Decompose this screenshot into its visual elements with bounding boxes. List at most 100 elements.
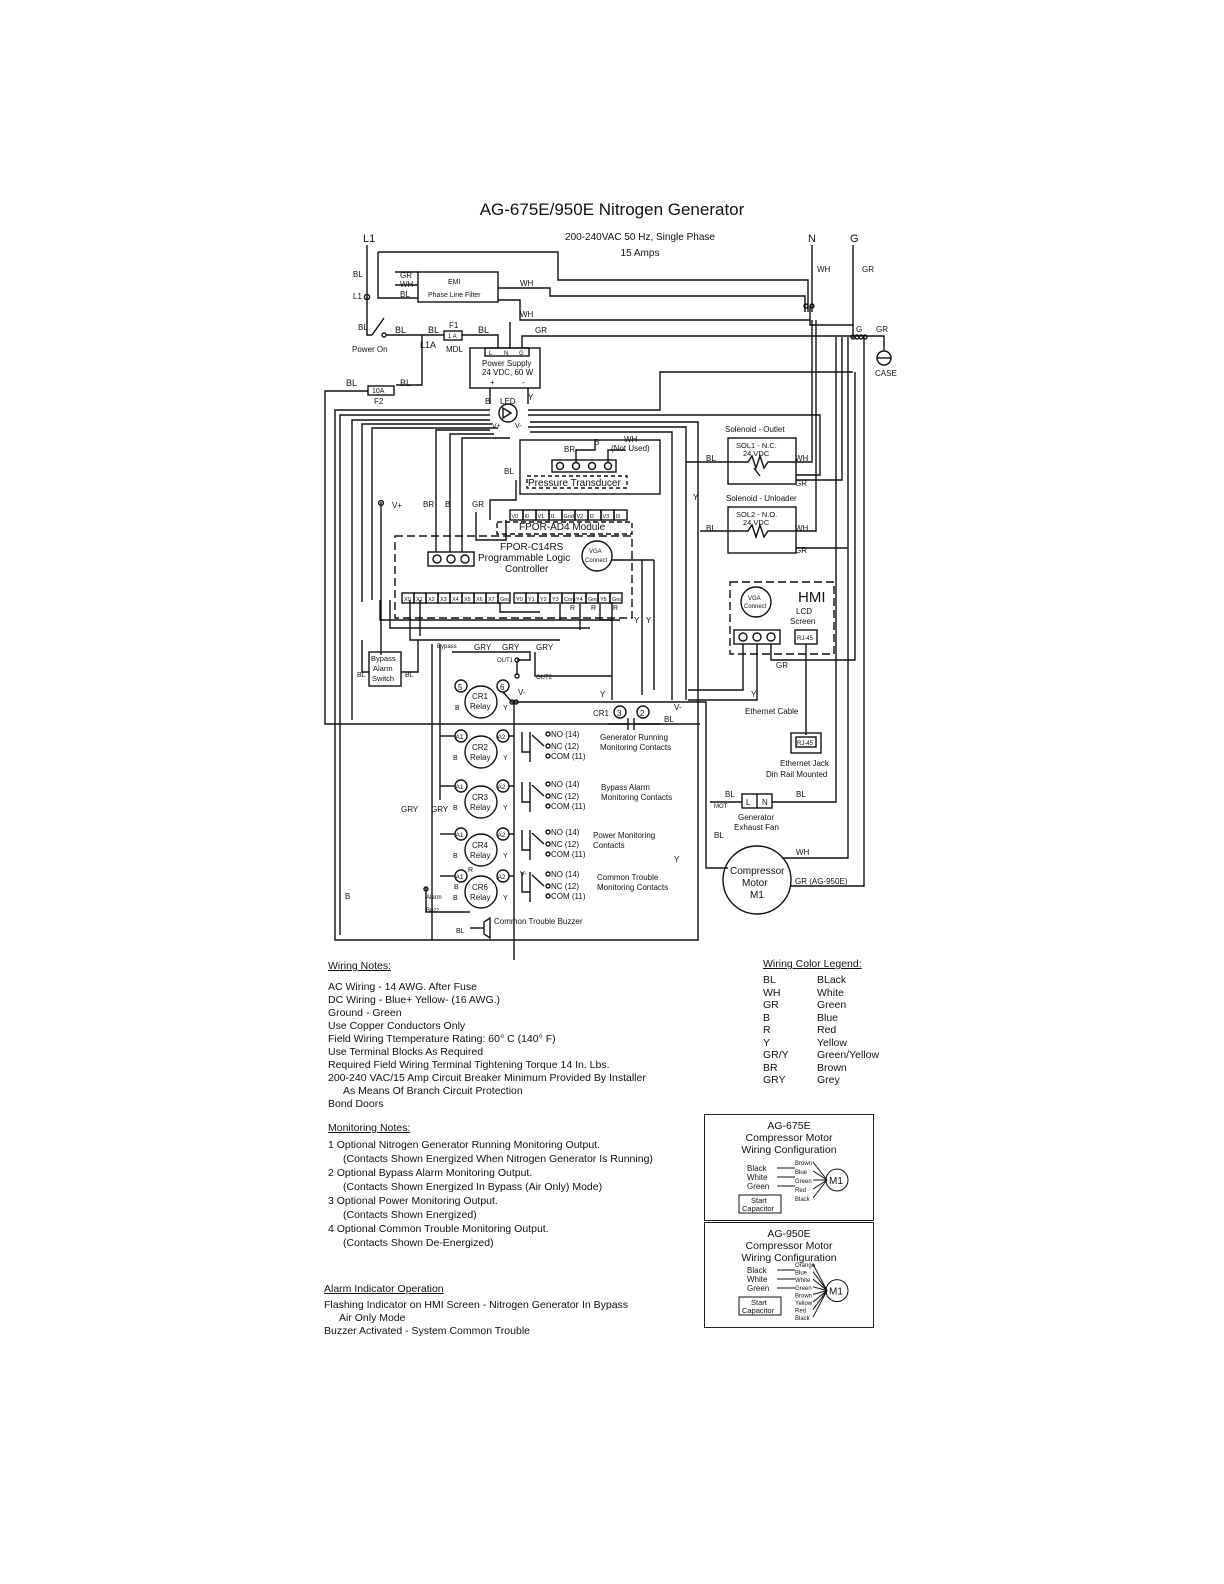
wire-br: BR <box>564 445 575 454</box>
monitoring-contacts-label: Monitoring Contacts <box>601 793 672 802</box>
wire-b: B <box>594 438 599 447</box>
relay-a1-pin: A1 <box>456 874 464 881</box>
monitoring-contacts-label: Common Trouble <box>597 873 659 882</box>
wire-gry: GRY <box>431 805 449 814</box>
capacitor-sublabel: Capacitor <box>742 1306 775 1315</box>
monitoring-notes: Monitoring Notes: 1 Optional Nitrogen Ge… <box>328 1122 653 1250</box>
fuse-f1: F1 <box>449 321 459 330</box>
ag675e-wiring-svg: BlackWhiteGreenStartCapacitorBrownBlueGr… <box>738 1161 849 1214</box>
wiring-note-line: As Means Of Branch Circuit Protection <box>343 1085 523 1097</box>
relay-pin-6: 6 <box>500 683 505 692</box>
motor-left-wire-label: White <box>747 1173 768 1182</box>
wire-y: Y <box>751 690 757 699</box>
plc-input-terminal: X0 <box>404 597 411 603</box>
plc-output-terminal: Gnd <box>588 597 598 603</box>
wire-b: B <box>454 884 459 891</box>
psu-terminal-l: L <box>489 351 493 357</box>
psu-label: Power Supply <box>482 359 531 368</box>
wiring-note-line: Bond Doors <box>328 1098 384 1110</box>
monitoring-contacts-label: Monitoring Contacts <box>600 743 671 752</box>
wire-v-minus: V- <box>520 871 527 878</box>
wire-y: Y <box>528 393 534 402</box>
wire-bl: BL <box>353 270 363 279</box>
relay-word: Relay <box>470 851 490 860</box>
relay-pin-5: 5 <box>458 683 463 692</box>
legend-color: Green/Yellow <box>817 1049 880 1061</box>
relay-word: Relay <box>470 893 490 902</box>
fan-label: Generator <box>738 813 774 822</box>
wire-gr: GR <box>400 271 412 280</box>
cr1-contact-label: CR1 <box>593 709 610 718</box>
wire-b: B <box>453 853 458 860</box>
legend-color: Red <box>817 1024 837 1036</box>
wire-bl: BL <box>714 831 724 840</box>
solenoid-unloader-title: Solenoid - Unloader <box>726 494 797 503</box>
wire-y: Y <box>693 493 699 502</box>
monitoring-contacts-label: Power Monitoring <box>593 831 655 840</box>
motor-right-wire-label: Blue <box>795 1170 808 1176</box>
supply-spec: 200-240VAC 50 Hz, Single Phase 15 Amps <box>540 230 740 262</box>
wire-bl: BL <box>504 467 514 476</box>
relay-a2-pin: A2 <box>498 832 506 839</box>
ag950e-subtitle-2: Wiring Configuration <box>741 1252 837 1264</box>
plc-input-terminal: X6 <box>476 597 483 603</box>
plc-output-terminal: Y4 <box>576 597 583 603</box>
wire-b: B <box>445 500 450 509</box>
wire-wh: WH <box>400 280 414 289</box>
solenoids: Solenoid - Outlet SOL1 - N.C. 24 VDC BL … <box>686 320 849 555</box>
wire-r: R <box>591 605 596 612</box>
plc-output-terminal: Y5 <box>600 597 607 603</box>
contact-nc-label: NC (12) <box>551 840 579 849</box>
capacitor-label: Start <box>751 1298 768 1307</box>
motor-right-wire-label: Green <box>795 1286 812 1292</box>
motor-right-wire-label: Green <box>795 1179 812 1185</box>
relay-name: CR2 <box>472 743 489 752</box>
wire-bl: BL <box>400 378 411 388</box>
motor-sublabel: Motor <box>742 878 768 889</box>
fuse-f1-rating: 1 A <box>448 334 457 340</box>
legend-code: BL <box>763 974 776 986</box>
wire-wh: WH <box>817 265 831 274</box>
led-label: LED <box>500 397 516 406</box>
wiring-notes: Wiring Notes: AC Wiring - 14 AWG. After … <box>328 960 646 1111</box>
relay-word: Relay <box>470 753 490 762</box>
wire-bl: BL <box>478 325 489 335</box>
fan-sublabel: Exhaust Fan <box>734 823 779 832</box>
wire-y: Y <box>503 705 508 712</box>
wire-bl: BL <box>725 790 735 799</box>
psu-terminal-minus: - <box>522 378 525 387</box>
solenoid-outlet-title: Solenoid - Outlet <box>725 425 785 434</box>
hmi-screen: VGA Connect HMI LCD Screen RJ-45 GR Y Et… <box>688 372 856 779</box>
wire-wh: WH <box>795 454 809 463</box>
fan-terminal-n: N <box>762 798 768 807</box>
relay-name: CR3 <box>472 793 489 802</box>
plc-input-terminal: X2 <box>428 597 435 603</box>
wire-bl: BL <box>706 454 716 463</box>
wire-b: B <box>485 397 490 406</box>
wire-b: B <box>345 892 350 901</box>
wire-bl: BL <box>400 290 410 299</box>
wiring-note-line: Use Copper Conductors Only <box>328 1020 466 1032</box>
bypass-switch-line3: Switch <box>372 674 394 683</box>
monitoring-notes-heading: Monitoring Notes: <box>328 1122 411 1134</box>
legend-code: Y <box>763 1036 771 1049</box>
motor-left-wire-label: Black <box>747 1164 768 1173</box>
motor-left-wire-label: White <box>747 1275 768 1284</box>
wire-wh: WH <box>796 848 810 857</box>
wire-gr: GR <box>795 479 807 488</box>
plc-sublabel: Controller <box>505 564 549 575</box>
monitoring-contacts-label: Bypass Alarm <box>601 783 650 792</box>
bypass-switch-line2: Alarm <box>373 664 393 673</box>
motor-right-wire-label: Black <box>795 1316 811 1322</box>
motor-right-wire-label: Yellow <box>795 1301 813 1307</box>
node-g: G <box>856 325 862 334</box>
motor-right-wire-label: Brown <box>795 1293 812 1299</box>
relay-name: CR6 <box>472 883 489 892</box>
legend-code: GR <box>763 999 779 1011</box>
legend-code: BR <box>763 1061 778 1074</box>
wire-v-plus: V+ <box>392 501 402 510</box>
